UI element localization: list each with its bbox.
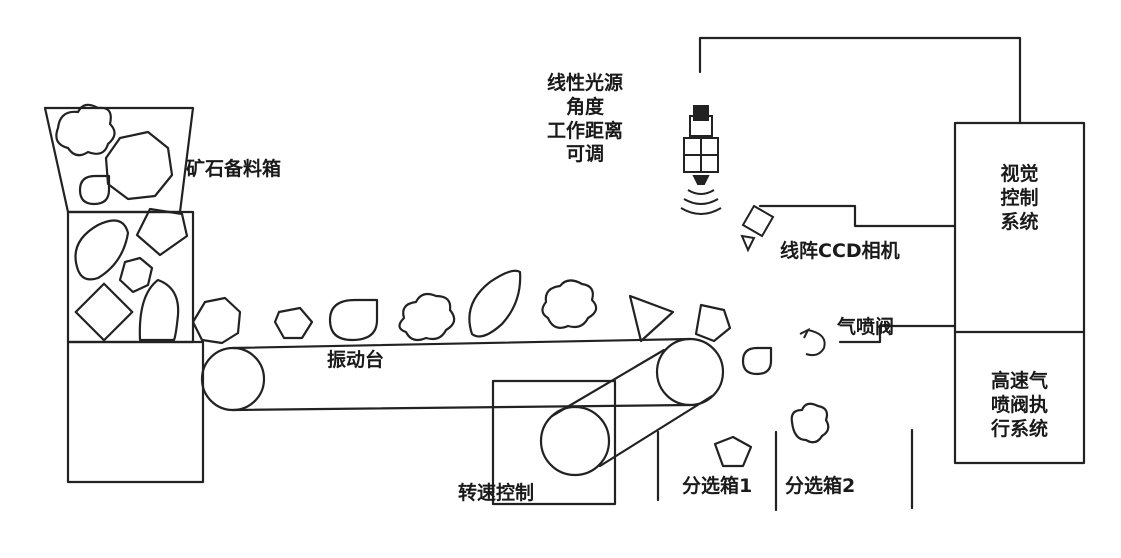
ore-drop-2 bbox=[741, 346, 773, 376]
ore-diamond-hopper bbox=[74, 282, 134, 342]
vision-line-2: 控制 bbox=[1000, 186, 1039, 209]
speed-control-label: 转速控制 bbox=[458, 482, 535, 504]
ore-oval-hopper bbox=[74, 219, 130, 281]
light-source-line-3: 工作距离 bbox=[546, 119, 623, 142]
drive-belt-lower bbox=[598, 394, 714, 468]
air-system-line-2: 喷阀执 bbox=[990, 393, 1048, 416]
linear-light-source-icon bbox=[680, 105, 722, 215]
ore-triangle-1 bbox=[628, 294, 675, 343]
bin2-label: 分选箱2 bbox=[785, 475, 856, 497]
vision-line-1: 视觉 bbox=[1000, 163, 1039, 185]
air-jet-icon bbox=[799, 327, 826, 357]
speed-control-frame bbox=[491, 379, 617, 506]
ore-pentagon-2 bbox=[694, 303, 732, 343]
light-source-line-2: 角度 bbox=[565, 95, 604, 118]
hopper-base bbox=[66, 340, 205, 484]
drive-belt-upper bbox=[550, 348, 666, 418]
air-system-label: 高速气 喷阀执 行系统 bbox=[955, 370, 1084, 441]
line-ccd-camera-icon bbox=[740, 204, 775, 253]
ore-pentagon-1 bbox=[273, 306, 314, 340]
light-source-line-4: 可调 bbox=[565, 143, 604, 166]
speed-control-roller bbox=[539, 405, 611, 477]
light-source-line-1: 线性光源 bbox=[546, 72, 623, 94]
ore-star-hopper bbox=[118, 256, 154, 294]
air-system-line-1: 高速气 bbox=[990, 370, 1048, 392]
ore-leaf-hopper bbox=[138, 278, 180, 342]
conveyor-right-roller bbox=[655, 337, 725, 407]
light-source-wire bbox=[698, 36, 1022, 125]
ore-cloud-3 bbox=[790, 402, 830, 444]
ore-leaf-1 bbox=[468, 269, 522, 338]
ore-octagon-hopper bbox=[104, 130, 174, 201]
bin1-label: 分选箱1 bbox=[682, 475, 753, 497]
hopper-label: 矿石备料箱 bbox=[186, 158, 282, 180]
ore-drop-1 bbox=[328, 298, 379, 342]
air-valve-label: 气喷阀 bbox=[837, 316, 895, 338]
air-valve-wire bbox=[838, 324, 957, 344]
ore-pentagon-hopper bbox=[135, 207, 189, 257]
vibrating-table-label: 振动台 bbox=[327, 349, 385, 371]
air-system-line-3: 行系统 bbox=[990, 417, 1048, 440]
ore-cloud-hopper bbox=[55, 103, 116, 157]
ore-pentagon-3 bbox=[713, 435, 753, 468]
conveyor-left-roller bbox=[200, 346, 266, 412]
light-source-label: 线性光源 角度 工作距离 可调 bbox=[525, 72, 645, 167]
vision-system-label: 视觉 控制 系统 bbox=[955, 163, 1084, 234]
ore-cloud-1 bbox=[398, 292, 456, 342]
camera-wire bbox=[758, 204, 957, 228]
conveyor-top-belt bbox=[231, 337, 692, 350]
vision-line-3: 系统 bbox=[1000, 210, 1039, 233]
conveyor-bottom-belt bbox=[231, 403, 692, 412]
ore-cloud-2 bbox=[541, 279, 598, 329]
ore-drop-hopper bbox=[78, 174, 111, 206]
ore-octagon-1 bbox=[191, 296, 242, 345]
camera-label: 线阵CCD相机 bbox=[780, 240, 900, 262]
